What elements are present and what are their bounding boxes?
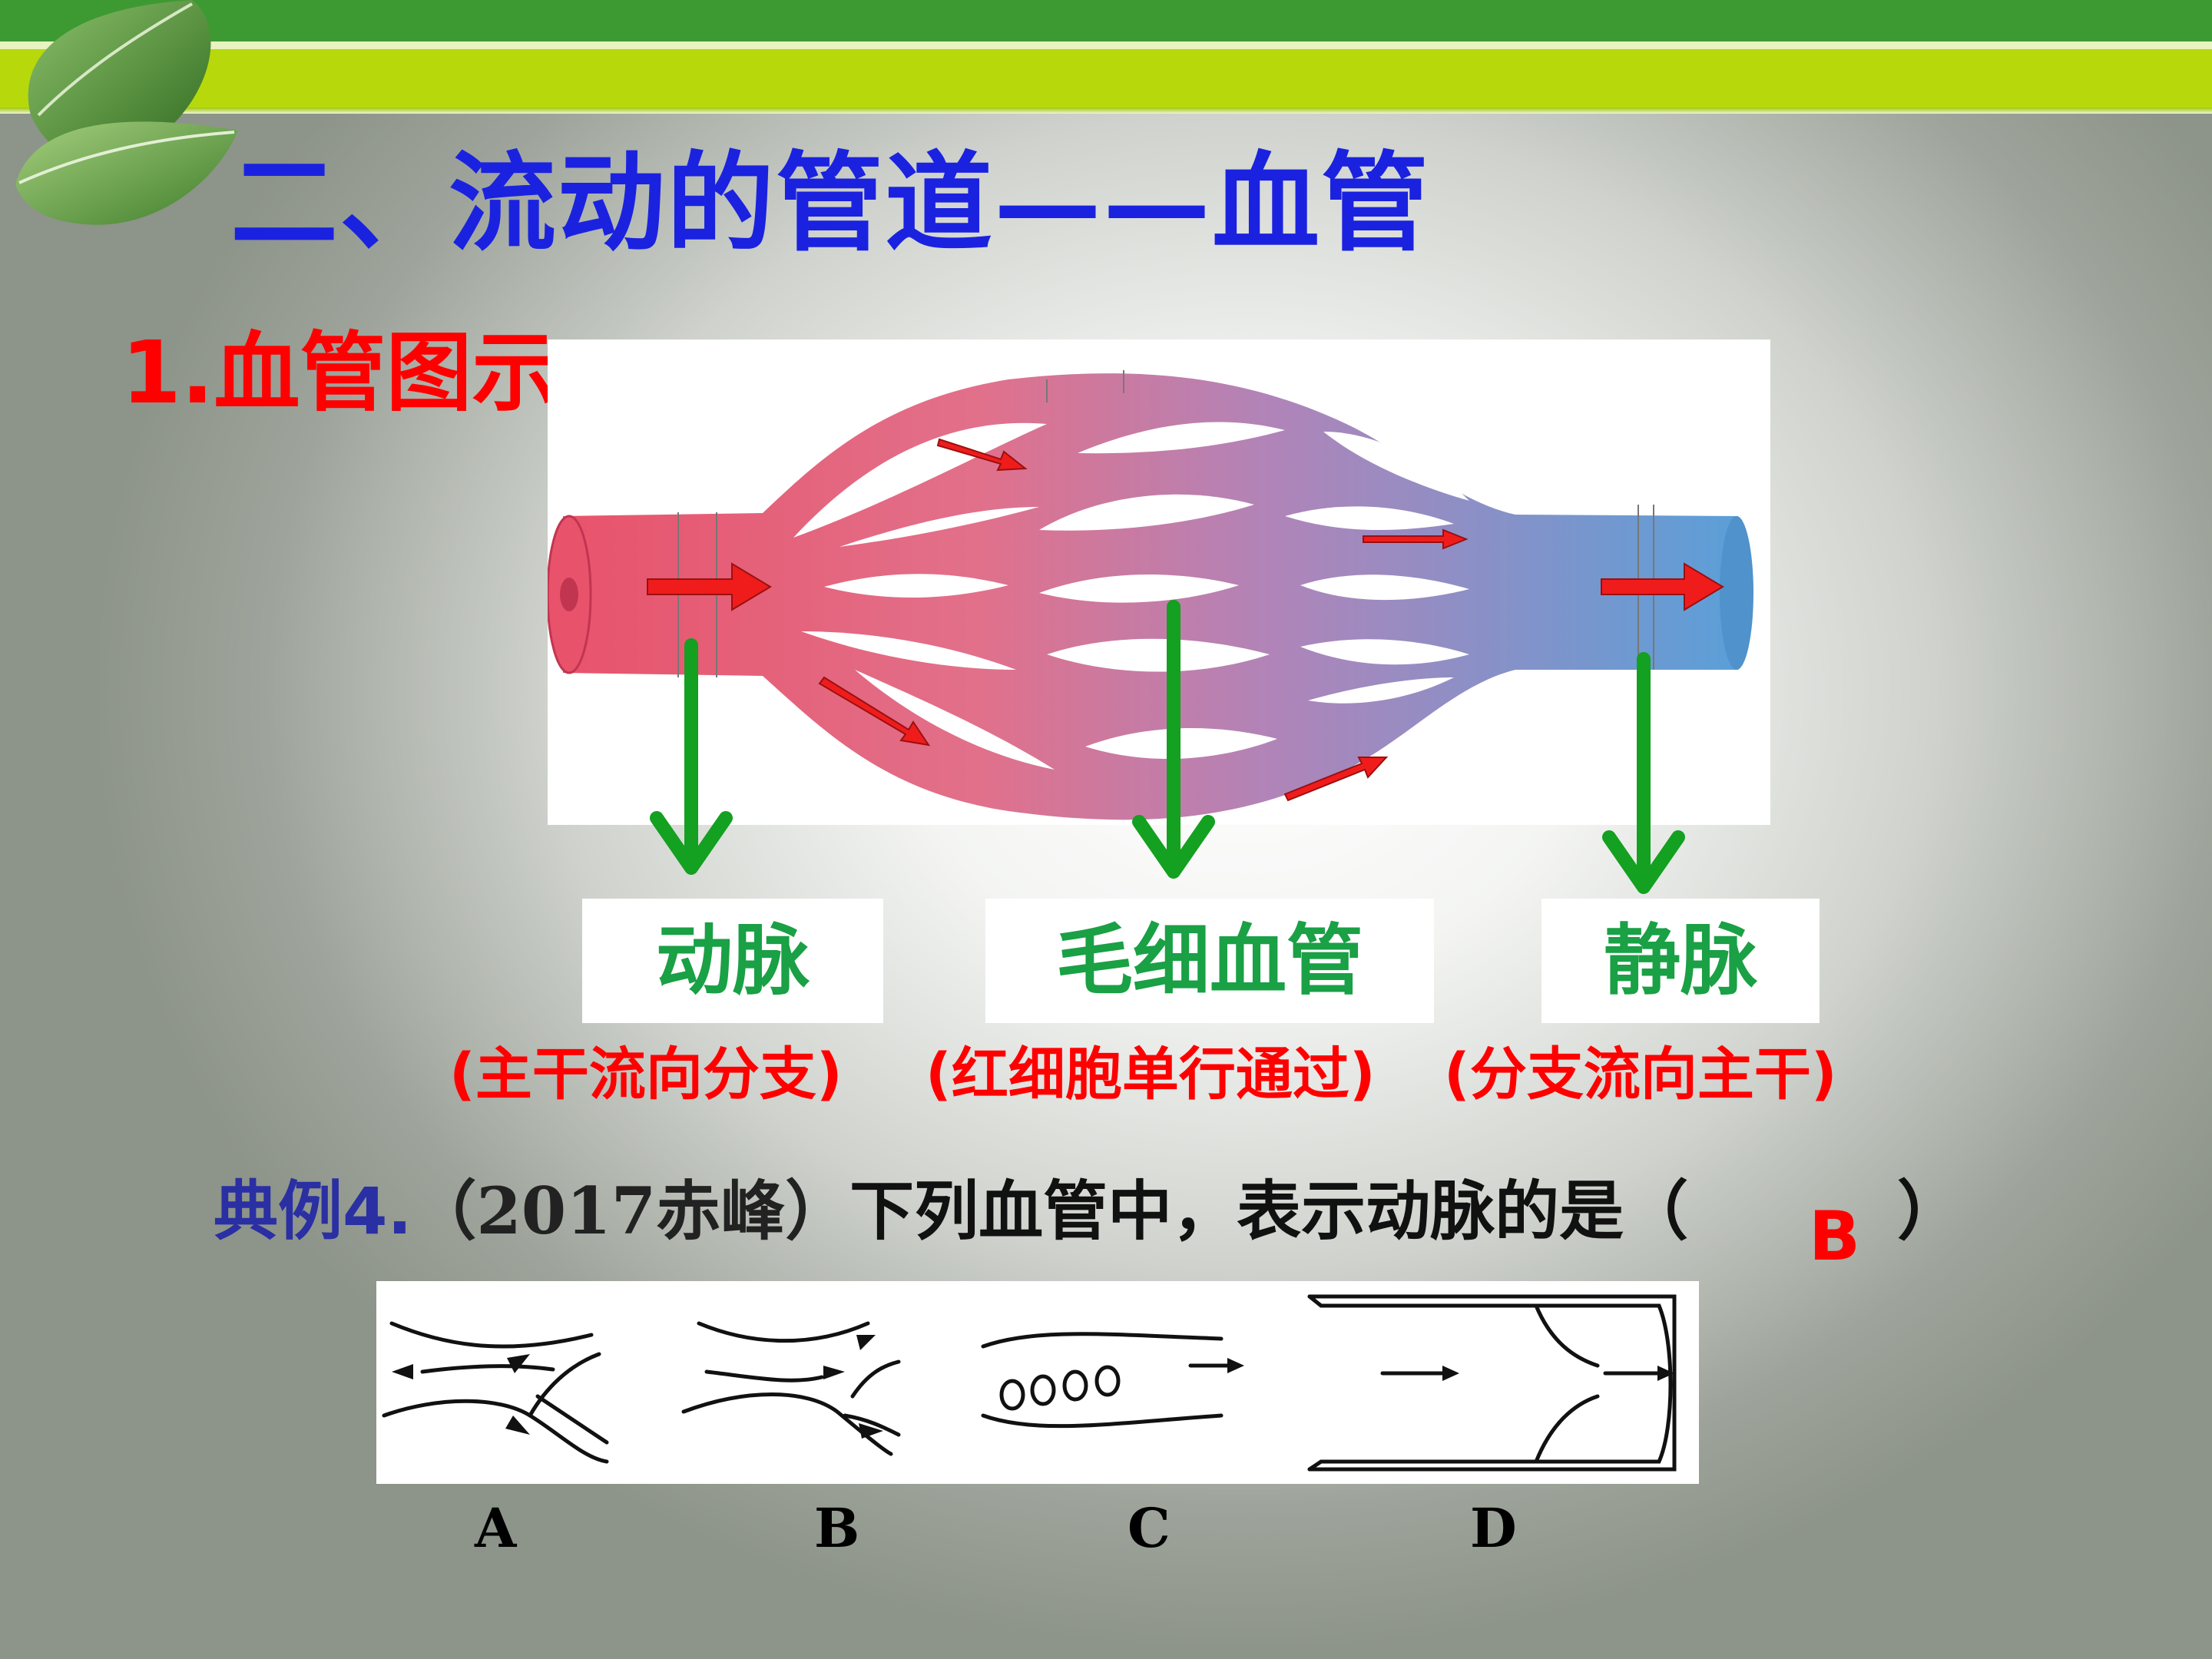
question-text: 下列血管中，表示动脉的是（ xyxy=(849,1174,1689,1249)
vein-label-text: 静脉 xyxy=(1604,916,1757,1005)
artery-label-text: 动脉 xyxy=(656,916,810,1005)
leaf-decoration-icon xyxy=(15,0,238,225)
top-band-divider xyxy=(0,41,2212,49)
artery-note: (主干流向分支) xyxy=(449,1041,843,1108)
choice-a-drawing xyxy=(382,1321,609,1464)
choice-b-label: B xyxy=(814,1496,860,1560)
choice-d-label: D xyxy=(1470,1496,1517,1560)
capillary-label-text: 毛细血管 xyxy=(1056,916,1363,1005)
vein-label: 静脉 xyxy=(1541,899,1820,1023)
vessel-network-illustration xyxy=(546,370,1753,820)
choice-a-label: A xyxy=(475,1496,517,1560)
top-accent-edge xyxy=(0,108,2212,114)
choice-b-drawing xyxy=(681,1321,901,1456)
choice-d-drawing xyxy=(1307,1294,1677,1472)
top-accent-band xyxy=(0,49,2212,108)
example-question: 典例4.（2017赤峰）下列血管中，表示动脉的是（ xyxy=(214,1179,1688,1244)
blood-vessel-diagram xyxy=(546,339,1770,825)
choice-c-label: C xyxy=(1128,1496,1171,1560)
question-answer: B xyxy=(1809,1197,1861,1276)
capillary-label: 毛细血管 xyxy=(985,899,1434,1023)
choices-figure xyxy=(376,1281,1699,1484)
artery-label: 动脉 xyxy=(582,899,883,1023)
slide-title: 二、流动的管道——血管 xyxy=(230,141,1431,267)
vein-note: (分支流向主干) xyxy=(1444,1041,1837,1108)
capillary-note: (红细胞单行通过) xyxy=(926,1041,1376,1108)
question-lead: 典例4. xyxy=(214,1174,412,1249)
top-band xyxy=(0,0,2212,41)
question-close: ） xyxy=(1897,1174,1962,1249)
question-source: （2017赤峰） xyxy=(412,1173,850,1249)
choice-vessel-drawings xyxy=(382,1294,1677,1472)
choice-c-drawing xyxy=(981,1332,1239,1429)
section-subtitle: 1.血管图示 xyxy=(121,323,558,423)
